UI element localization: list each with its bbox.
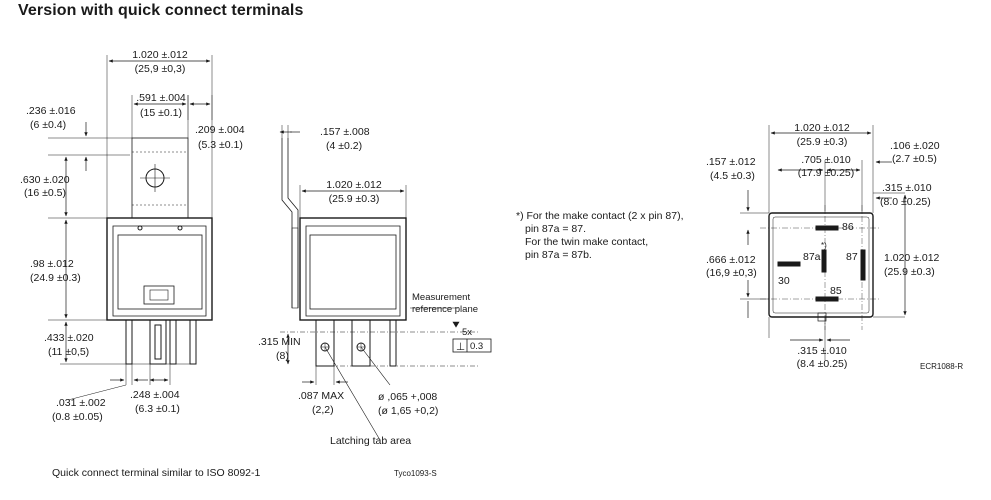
side-depth-label: 1.020 ±.012 [326, 179, 382, 191]
pin [169, 319, 177, 365]
tolerance-symbol: ⊥ [456, 341, 465, 353]
relay-body [106, 217, 213, 321]
front-width-mm-label: (25,9 ±0,3) [135, 63, 186, 75]
side-pin [389, 319, 397, 367]
offset-top-label: .157 ±.012 [706, 156, 756, 168]
pin87-offset-label: .315 ±.010 [882, 182, 932, 194]
pin [189, 319, 197, 365]
note-line-2: pin 87a = 87. [525, 223, 586, 235]
pin [154, 324, 162, 360]
tolerance-value: 0.3 [470, 341, 483, 352]
tab-width-label: .591 ±.004 [136, 92, 186, 104]
pin-thickness-label: .031 ±.002 [56, 397, 106, 409]
tolerance-frame [452, 338, 492, 353]
tab-offset-label: .209 ±.004 [195, 124, 245, 136]
tab-height-mm-label: (16 ±0.5) [24, 187, 66, 199]
bottom-width-mm-label: (25.9 ±0.3) [797, 136, 848, 148]
side-view [279, 125, 492, 441]
pin-85-label: 85 [830, 285, 842, 297]
pin [149, 319, 167, 365]
body-height-mm-label: (24.9 ±0.3) [30, 272, 81, 284]
bottom-offset-label: .315 ±.010 [797, 345, 847, 357]
pin-spacing-label: .705 ±.010 [801, 154, 851, 166]
pin-width-label: .248 ±.004 [130, 389, 180, 401]
tab-offset-mm-label: (5.3 ±0.1) [198, 139, 243, 151]
pin-thickness-mm-label: (0.8 ±0.05) [52, 411, 103, 423]
offset-top-mm-label: (4.5 ±0.3) [710, 170, 755, 182]
pin [125, 319, 133, 365]
bottom-height-label: 1.020 ±.012 [884, 252, 940, 264]
pin30-pos-label: .666 ±.012 [706, 254, 756, 266]
pin-86-label: 86 [842, 221, 854, 233]
tab-height-label: .630 ±.020 [20, 174, 70, 186]
pin-87a-star: *) [821, 241, 827, 250]
pin-width-mm-label: (6.3 ±0.1) [135, 403, 180, 415]
pin-length-mm-label: (11 ±0,5) [48, 346, 89, 358]
hole-offset-label: .236 ±.016 [26, 105, 76, 117]
note-line-1: *) For the make contact (2 x pin 87), [516, 210, 684, 222]
min-length-label: .315 MIN [258, 336, 301, 348]
pin-87a [821, 249, 827, 273]
pin-87-label: 87 [846, 251, 858, 263]
bottom-view [740, 125, 907, 360]
measurement-plane-label-2: reference plane [412, 304, 478, 315]
offset-right-mm-label: (2.7 ±0.5) [892, 153, 937, 165]
tab-depth-mm-label: (4 ±0.2) [326, 140, 362, 152]
bottom-outline [768, 212, 874, 318]
latching-tab-label: Latching tab area [330, 435, 411, 447]
bottom-width-label: 1.020 ±.012 [794, 122, 850, 134]
pin30-pos-mm-label: (16,9 ±0,3) [706, 267, 757, 279]
pin-length-label: .433 ±.020 [44, 332, 94, 344]
side-depth-mm-label: (25.9 ±0.3) [329, 193, 380, 205]
measurement-plane-label: Measurement [412, 292, 470, 303]
pin-30 [777, 261, 801, 267]
footer-ref-left: Tyco1093-S [394, 469, 437, 478]
offset-right-label: .106 ±.020 [890, 140, 940, 152]
pin87-offset-mm-label: (8.0 ±0.25) [880, 196, 931, 208]
bottom-offset-mm-label: (8.4 ±0.25) [797, 358, 848, 370]
hole-dia-mm-label: (ø 1,65 +0,2) [378, 405, 438, 417]
max-width-mm-label: (2,2) [312, 404, 334, 416]
pin-87a-label: 87a [803, 251, 821, 263]
side-mounting-tab [281, 138, 299, 308]
side-relay-body [299, 217, 407, 321]
pin-spacing-mm-label: (17.9 ±0.25) [798, 167, 855, 179]
hole-offset-mm-label: (6 ±0.4) [30, 119, 66, 131]
note-line-4: pin 87a = 87b. [525, 249, 592, 261]
front-view [48, 55, 213, 401]
pin-87 [860, 249, 866, 281]
min-length-mm-label: (8) [276, 350, 289, 362]
tab-depth-label: .157 ±.008 [320, 126, 370, 138]
page-title: Version with quick connect terminals [18, 2, 304, 19]
footer-note: Quick connect terminal similar to ISO 80… [52, 467, 260, 479]
tolerance-count: 5x [462, 327, 472, 338]
note-line-3: For the twin make contact, [525, 236, 648, 248]
pin-30-label: 30 [778, 275, 790, 287]
tab-width-mm-label: (15 ±0.1) [140, 107, 182, 119]
bottom-height-mm-label: (25.9 ±0.3) [884, 266, 935, 278]
body-height-label: .98 ±.012 [30, 258, 74, 270]
front-width-label: 1.020 ±.012 [132, 49, 188, 61]
hole-dia-label: ø ,065 +,008 [378, 391, 437, 403]
footer-ref-right: ECR1088-R [920, 362, 963, 371]
max-width-label: .087 MAX [298, 390, 344, 402]
